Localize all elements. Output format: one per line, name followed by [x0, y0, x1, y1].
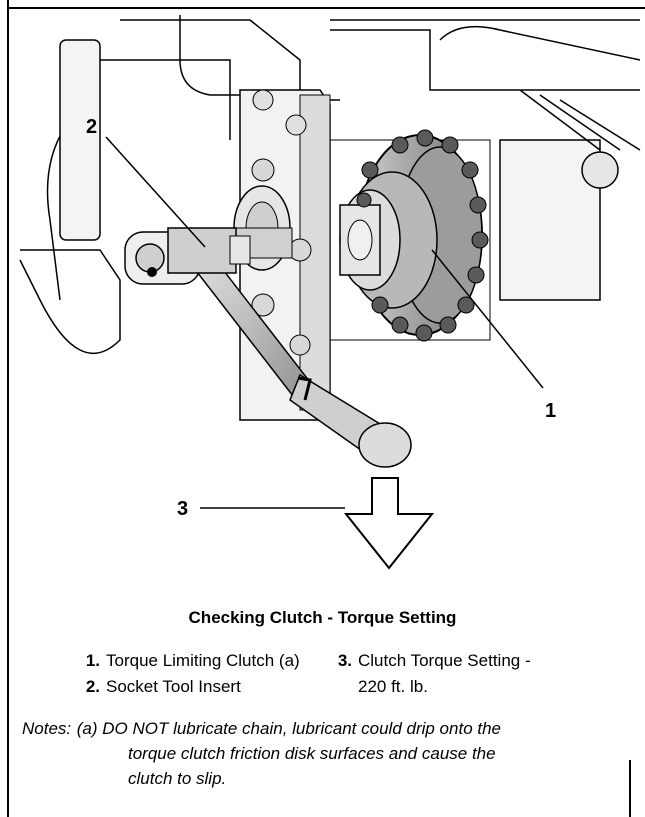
legend-number: 3. [337, 651, 352, 670]
legend-right: 3. Clutch Torque Setting - 220 ft. lb. [330, 648, 531, 700]
figure-caption: Checking Clutch - Torque Setting [188, 608, 457, 627]
legend-item: 2. Socket Tool Insert [78, 674, 300, 700]
direction-arrow [343, 477, 435, 570]
torque-limiting-clutch [329, 129, 491, 342]
clutch-illustration: 2 1 3 [19, 15, 641, 570]
legend-item: 1. Torque Limiting Clutch (a) [78, 648, 300, 674]
callout-leaders [105, 136, 544, 509]
callout-3: 3 [177, 498, 188, 520]
socket-tool-insert [167, 227, 251, 274]
machine-housing [19, 15, 641, 355]
legend-text: Clutch Torque Setting - [358, 651, 531, 670]
notes-marker: (a) [76, 719, 98, 738]
legend-continuation: 220 ft. lb. [358, 677, 428, 696]
notes-line: clutch to slip. [128, 769, 227, 788]
notes-label: Notes: [22, 719, 72, 738]
legend-left: 1. Torque Limiting Clutch (a) 2. Socket To… [78, 648, 300, 700]
legend-text: Socket Tool Insert [106, 677, 241, 696]
legend-text: Torque Limiting Clutch (a) [106, 651, 300, 670]
notes-line: torque clutch friction disk surfaces and… [128, 744, 496, 763]
callout-1: 1 [545, 400, 556, 422]
legend-item: 3. Clutch Torque Setting - [330, 648, 531, 674]
notes-block: Notes: (a) DO NOT lubricate chain, lubri… [22, 716, 632, 791]
legend-number: 2. [85, 677, 100, 696]
callout-2: 2 [86, 116, 97, 138]
motor-body [499, 89, 641, 301]
legend-number: 1. [85, 651, 100, 670]
notes-line: DO NOT lubricate chain, lubricant could … [102, 719, 502, 738]
